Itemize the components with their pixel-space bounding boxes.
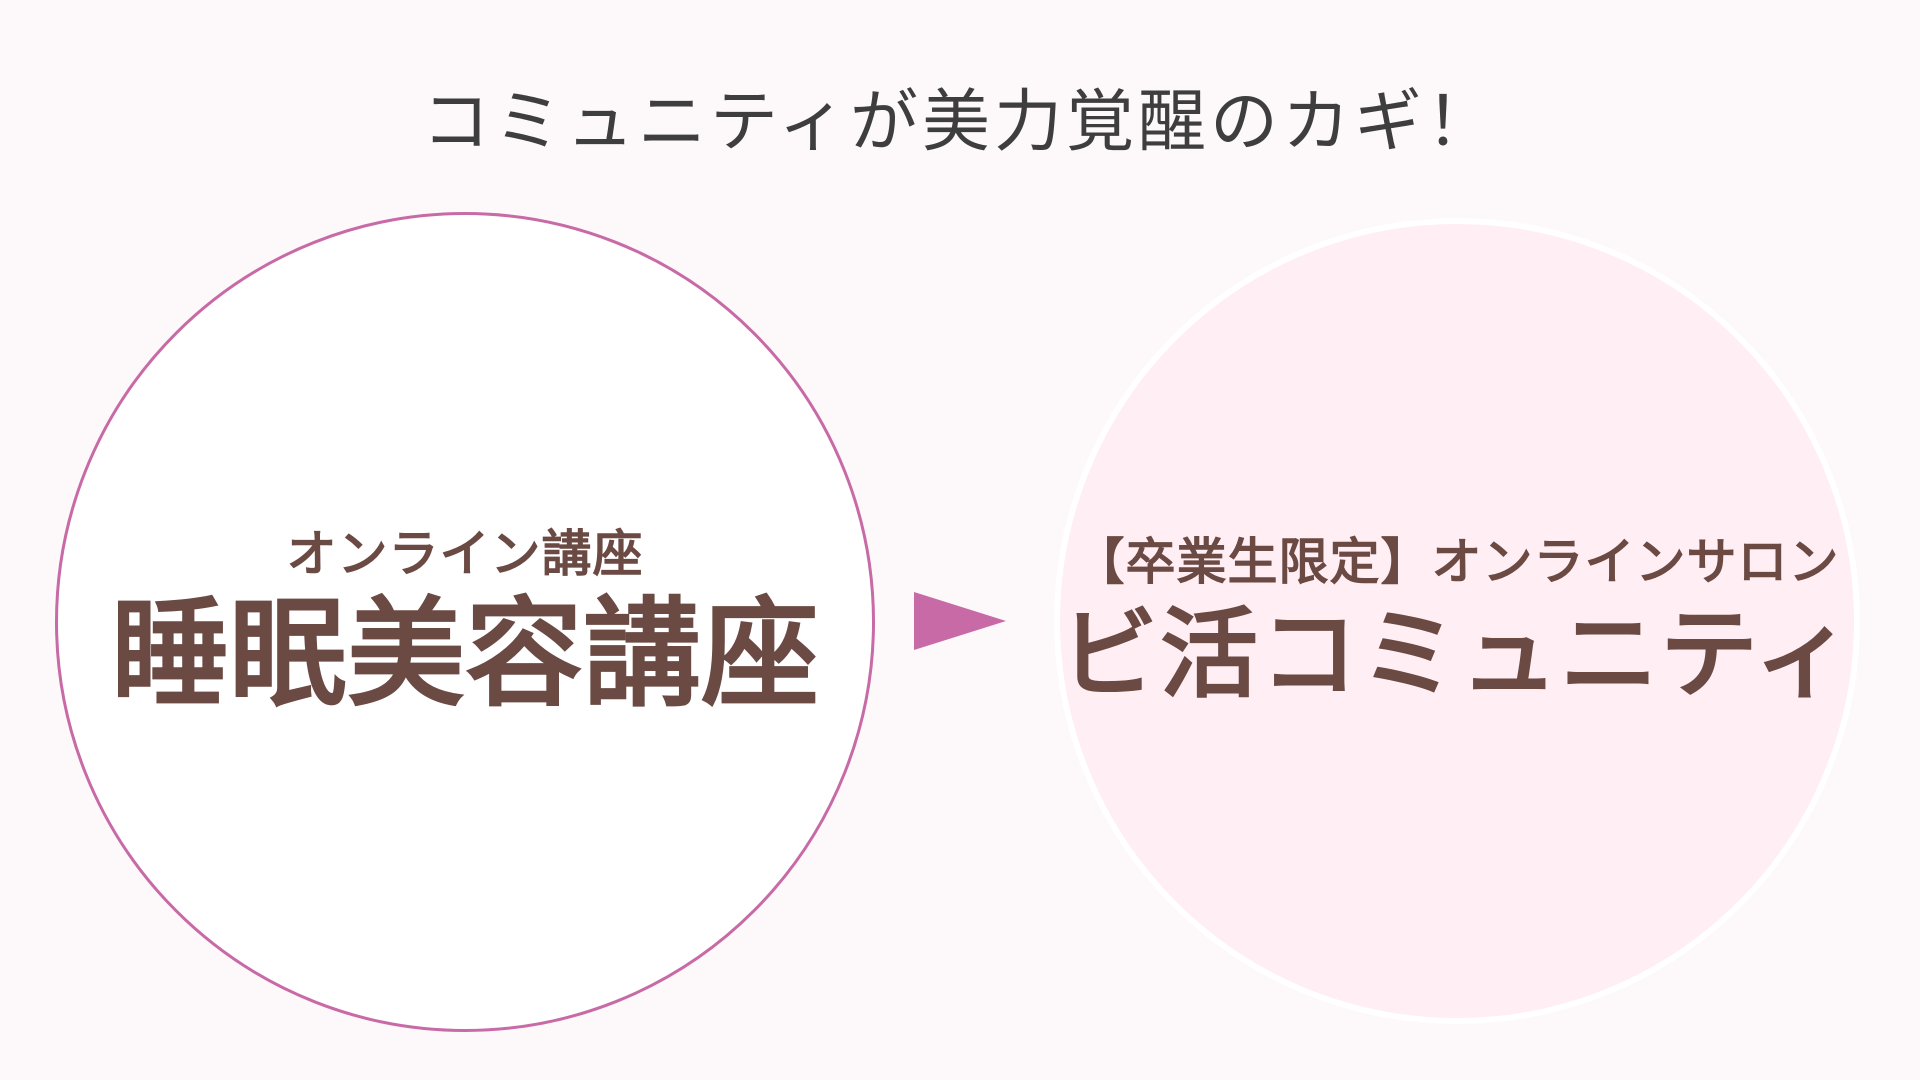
left-circle-online-course: オンライン講座 睡眠美容講座 [55,212,875,1032]
arrow-shape [914,592,1006,650]
right-circle-title: ビ活コミュニティ [1059,596,1855,712]
left-circle-title: 睡眠美容講座 [110,583,819,723]
right-circle-subtitle: 【卒業生限定】オンラインサロン [1074,532,1840,592]
right-triangle-arrow-icon [914,592,1006,650]
left-circle-subtitle: オンライン講座 [286,524,644,584]
right-circle-online-salon: 【卒業生限定】オンラインサロン ビ活コミュニティ [1054,218,1860,1024]
headline: コミュニティが美力覚醒のカギ！ [422,83,1498,162]
